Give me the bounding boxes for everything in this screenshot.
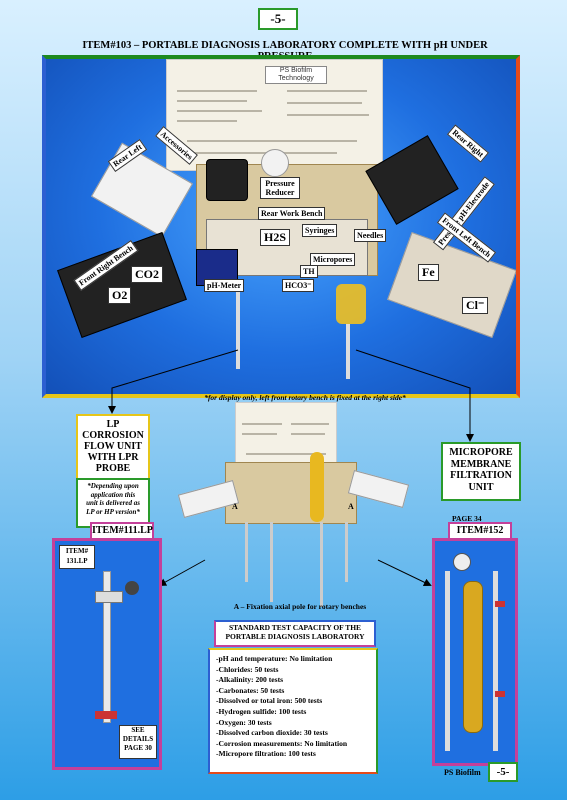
mp-box-line: FILTRATION — [450, 470, 512, 481]
item-131-line: 131.LP — [66, 557, 88, 565]
label-co2: CO2 — [131, 266, 163, 283]
page-number-top: -5- — [258, 8, 298, 30]
details-line: SEE — [131, 726, 145, 734]
lp-box-line: PROBE — [95, 463, 131, 474]
lp-delivery-note: *Depending upon application this unit is… — [76, 478, 150, 528]
micropore-filtration-unit-box: MICROPORE MEMBRANE FILTRATION UNIT — [441, 442, 521, 501]
filter-cartridge — [463, 581, 483, 733]
lp-box-line: CORROSION — [82, 430, 144, 441]
mp-box-line: MEMBRANE — [450, 458, 512, 470]
label-hco3: HCO3⁻ — [282, 279, 315, 292]
pressure-gauge — [261, 149, 289, 177]
lp-box-line: FLOW UNIT — [84, 441, 142, 452]
capacity-item: -Carbonates: 50 tests — [216, 685, 285, 695]
capacity-title-line: PORTABLE DIAGNOSIS LABORATORY — [225, 632, 365, 641]
reagent-bottles — [206, 159, 248, 201]
mp-box-line: MICROPORE — [449, 447, 513, 458]
stand-leg — [245, 522, 248, 582]
capacity-item: -Chlorides: 50 tests — [216, 664, 279, 674]
capacity-item: -pH and temperature: No limitation — [216, 654, 333, 663]
label-pressure-reducer: Pressure Reducer — [260, 177, 300, 199]
fixation-mark-right: A — [348, 502, 354, 511]
fixation-mark-left: A — [232, 502, 238, 511]
label-rear-work-bench: Rear Work Bench — [258, 207, 326, 220]
details-line: PAGE 30 — [124, 744, 152, 752]
valve-red — [495, 601, 505, 607]
item-131-lp-tag: ITEM# 131.LP — [59, 545, 95, 569]
stand-leg — [346, 324, 350, 379]
capacity-item: -Corrosion measurements: No limitation — [216, 738, 348, 748]
poster-brand-logo: PS Biofilm Technology — [265, 66, 327, 84]
page-number-bottom: -5- — [488, 762, 518, 782]
lp-note-line: application this — [90, 490, 136, 499]
capacity-item: -Micropore filtration: 100 tests — [216, 749, 316, 759]
lp-note-line: *Depending upon — [87, 482, 139, 490]
page-34-ref: PAGE 34 — [452, 514, 482, 523]
stand-leg — [270, 522, 273, 602]
capacity-item: -Alkalinity: 200 tests — [216, 675, 284, 685]
lpr-probe-fitting — [95, 591, 123, 603]
details-line: DETAILS — [122, 735, 154, 743]
valve-red — [495, 691, 505, 697]
capacity-item: -Hydrogen sulfide: 100 tests — [216, 706, 307, 716]
capacity-title: STANDARD TEST CAPACITY OF THE PORTABLE D… — [214, 620, 376, 647]
valve-knob — [125, 581, 139, 595]
label-h2s: H2S — [260, 229, 291, 246]
label-micropores: Micropores — [310, 253, 356, 266]
capacity-item: -Dissolved carbon dioxide: 30 tests — [216, 728, 328, 738]
side-pipe-right — [493, 571, 498, 751]
label-th: TH — [300, 265, 318, 278]
label-needles: Needles — [354, 229, 387, 242]
capacity-item: -Dissolved or total iron: 500 tests — [216, 696, 323, 706]
main-photo-frame: PS Biofilm Technology Rear Left Accessor… — [42, 55, 520, 398]
label-syringes: Syringes — [302, 224, 338, 237]
item-131-line: ITEM# — [65, 547, 89, 555]
capacity-item: -Oxygen: 30 tests — [216, 717, 272, 727]
lp-box-line: WITH LPR — [87, 452, 139, 463]
side-pipe-left — [445, 571, 450, 751]
stand-leg — [320, 522, 323, 607]
pressure-gauge — [453, 553, 471, 571]
capacity-list: -pH and temperature: No limitation -Chlo… — [208, 648, 378, 774]
footer-brand: PS Biofilm — [444, 768, 481, 777]
fixation-caption: A – Fixation axial pole for rotary bench… — [233, 602, 367, 611]
rotary-bench-right — [347, 470, 410, 508]
bottom-valve — [95, 711, 117, 719]
see-details-note: SEE DETAILS PAGE 30 — [119, 725, 157, 759]
filtration-cartridge — [310, 452, 324, 522]
display-note: *for display only, left front rotary ben… — [204, 393, 406, 402]
label-o2: O2 — [108, 287, 132, 304]
mp-box-line: UNIT — [468, 481, 494, 493]
stand-leg — [345, 522, 348, 582]
lp-note-line: LP or HP version* — [86, 507, 140, 516]
filtration-flask — [336, 284, 366, 324]
label-fe: Fe — [418, 264, 439, 281]
stand-leg — [236, 289, 240, 369]
capacity-title-line: STANDARD TEST CAPACITY OF THE — [228, 623, 362, 632]
flow-tube — [103, 571, 111, 723]
center-stand-body — [225, 462, 357, 524]
item-111-lp-photo: ITEM# 131.LP SEE DETAILS PAGE 30 — [52, 538, 162, 770]
lp-box-line: LP — [106, 419, 120, 430]
label-ph-meter: pH-Meter — [204, 279, 245, 292]
item-152-photo — [432, 538, 518, 766]
portable-lab-photo: A A — [170, 402, 415, 612]
lp-note-line: unit is delivered as — [86, 499, 140, 507]
label-cl: Cl⁻ — [462, 297, 489, 314]
lp-corrosion-flow-unit-box: LP CORROSION FLOW UNIT WITH LPR PROBE — [76, 414, 150, 483]
